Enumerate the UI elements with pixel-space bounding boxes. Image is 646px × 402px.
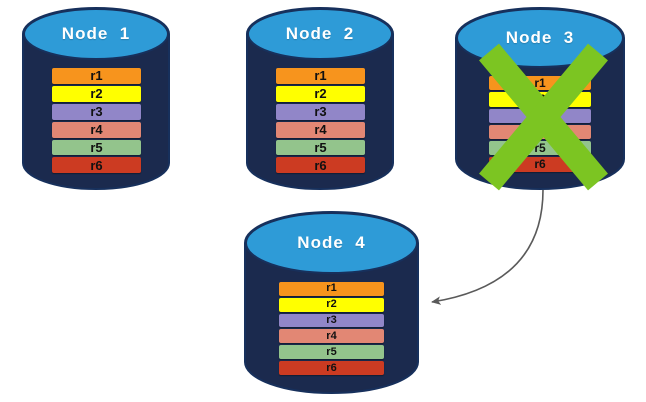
cylinder-top-ellipse (456, 8, 624, 68)
cylinder-top-ellipse (23, 8, 169, 60)
record-bar[interactable]: r2 (489, 92, 591, 107)
record-bar[interactable]: r6 (279, 361, 384, 375)
record-bar[interactable]: r5 (279, 345, 384, 360)
record-bar[interactable]: r1 (489, 76, 591, 91)
record-bar[interactable]: r3 (276, 103, 365, 120)
record-bar[interactable]: r1 (279, 282, 384, 296)
record-bar[interactable]: r3 (279, 313, 384, 328)
record-bar[interactable]: r6 (52, 157, 141, 174)
cylinder-top-ellipse (245, 212, 418, 274)
record-bar[interactable]: r2 (52, 85, 141, 102)
record-bar[interactable]: r3 (52, 103, 141, 120)
record-bar[interactable]: r4 (276, 121, 365, 138)
record-bar[interactable]: r4 (489, 124, 591, 139)
record-bar[interactable]: r4 (52, 121, 141, 138)
record-bar[interactable]: r5 (52, 139, 141, 156)
record-bar[interactable]: r1 (52, 68, 141, 84)
record-bar[interactable]: r3 (489, 108, 591, 123)
cylinder-top-ellipse (247, 8, 393, 60)
record-bar[interactable]: r6 (489, 157, 591, 172)
record-bar[interactable]: r1 (276, 68, 365, 84)
record-bar[interactable]: r5 (276, 139, 365, 156)
record-bar[interactable]: r6 (276, 157, 365, 174)
record-bar[interactable]: r2 (276, 85, 365, 102)
record-bar[interactable]: r2 (279, 297, 384, 312)
record-bar[interactable]: r5 (489, 141, 591, 156)
record-bar[interactable]: r4 (279, 329, 384, 344)
